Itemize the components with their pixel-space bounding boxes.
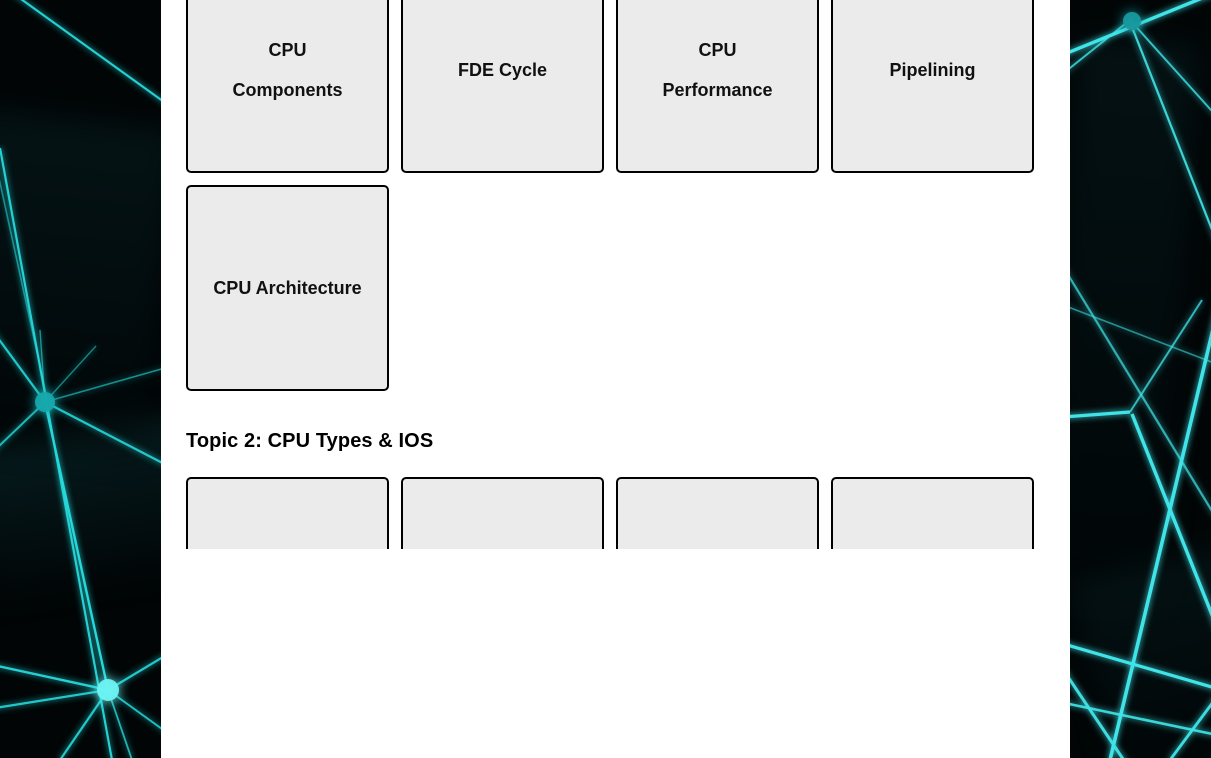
topic-2-card-grid: [186, 477, 1045, 549]
topic-card-label: CPU Components: [232, 40, 343, 100]
topic-card-cpu-performance[interactable]: CPU Performance: [616, 0, 819, 173]
topic-card-pipelining[interactable]: Pipelining: [831, 0, 1034, 173]
topic-card-fde-cycle[interactable]: FDE Cycle: [401, 0, 604, 173]
topic-card-label: FDE Cycle: [457, 60, 548, 80]
topic-card-label: CPU Architecture: [213, 278, 362, 298]
background-network-right: [1070, 0, 1211, 758]
network-lines-left: [0, 0, 161, 758]
network-lines-right: [1070, 0, 1211, 758]
content-sheet: Topic 1: Structure of the CPU CPU Compon…: [161, 0, 1070, 758]
topic-card[interactable]: [831, 477, 1034, 549]
spacer: [186, 391, 1045, 429]
topic-card-cpu-architecture[interactable]: CPU Architecture: [186, 185, 389, 391]
topic-card-cpu-components[interactable]: CPU Components: [186, 0, 389, 173]
topic-card[interactable]: [186, 477, 389, 549]
topic-card-label: Pipelining: [889, 60, 976, 80]
spacer: [186, 453, 1045, 477]
topic-1-card-grid: CPU Components FDE Cycle CPU Performance…: [186, 0, 1045, 391]
background-network-left: [0, 0, 161, 758]
topic-heading-2: Topic 2: CPU Types & IOS: [186, 430, 434, 452]
topic-card-label: CPU Performance: [662, 40, 773, 100]
topic-card[interactable]: [401, 477, 604, 549]
topic-card[interactable]: [616, 477, 819, 549]
